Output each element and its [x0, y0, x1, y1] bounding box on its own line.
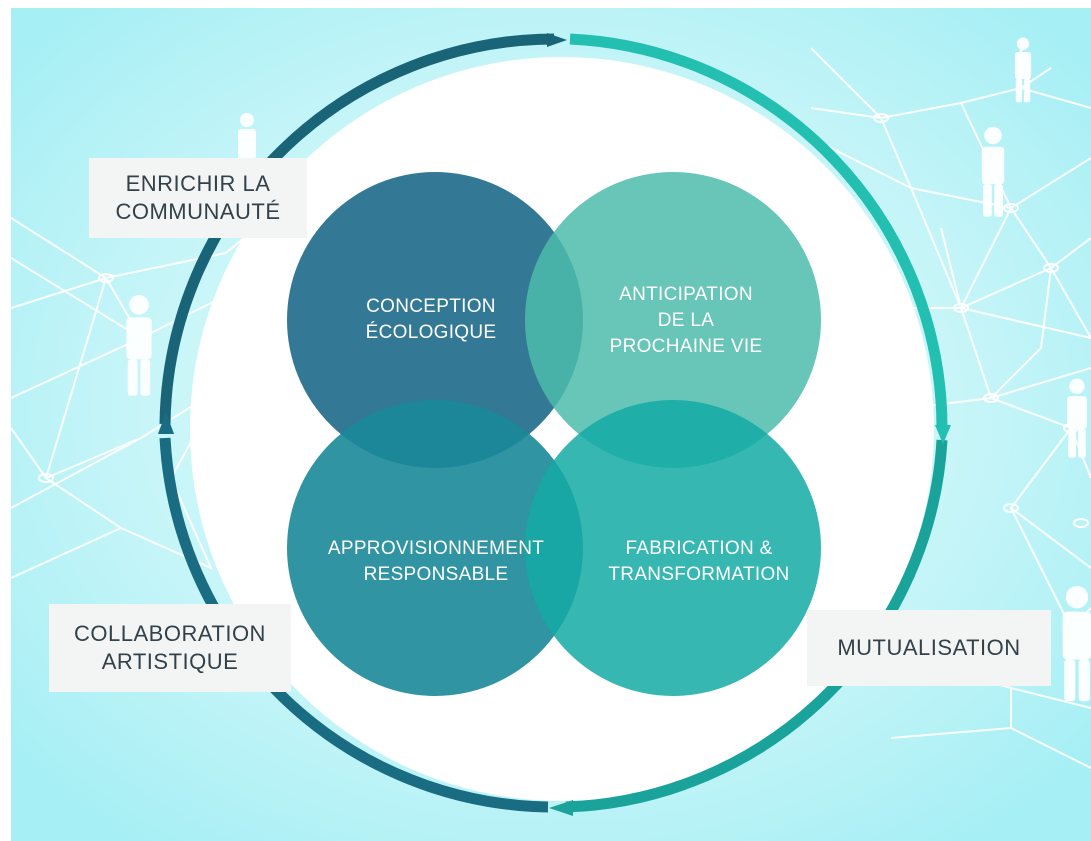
- label-line: COMMUNAUTÉ: [115, 199, 281, 224]
- label-line: ARTISTIQUE: [101, 649, 239, 674]
- circle-anticipation: [525, 172, 821, 468]
- circle-label-fabrication: FABRICATION & TRANSFORMATION: [574, 532, 824, 592]
- network-nodes: [38, 113, 1089, 528]
- diagram-stage: ENRICHIR LA COMMUNAUTÉ COLLABORATION ART…: [11, 8, 1091, 841]
- label-collaboration-artistique: COLLABORATION ARTISTIQUE: [49, 604, 291, 692]
- circle-label-line: CONCEPTION: [366, 296, 496, 317]
- label-enrichir-la-communaute: ENRICHIR LA COMMUNAUTÉ: [89, 158, 307, 238]
- circle-fabrication: [525, 400, 821, 696]
- circle-label-line: FABRICATION &: [625, 538, 773, 559]
- cycle-ring: [159, 33, 948, 813]
- label-line: COLLABORATION: [74, 621, 266, 646]
- arrow-head-right: [935, 425, 951, 444]
- circle-approvisionnement: [287, 400, 583, 696]
- arrow-head-bottom: [549, 800, 573, 816]
- circle-label-line: PROCHAINE VIE: [609, 336, 763, 357]
- ring-arc-top-right: [569, 33, 948, 429]
- circle-label-line: TRANSFORMATION: [608, 564, 790, 585]
- circle-label-anticipation: ANTICIPATION DE LA PROCHAINE VIE: [556, 276, 816, 366]
- circle-label-line: ÉCOLOGIQUE: [365, 322, 497, 343]
- circle-label-line: DE LA: [657, 310, 715, 331]
- ring-arc-bottom-right: [565, 439, 948, 813]
- label-mutualisation: MUTUALISATION: [807, 610, 1051, 686]
- circle-label-line: APPROVISIONNEMENT: [327, 538, 545, 559]
- cycle-arrows: [158, 33, 951, 816]
- ring-arc-bottom-left: [159, 437, 549, 813]
- circle-conception: [287, 172, 583, 468]
- label-line: ENRICHIR LA: [125, 171, 271, 196]
- venn-circles: [287, 172, 821, 696]
- label-line: MUTUALISATION: [837, 635, 1021, 660]
- arrow-head-top: [547, 33, 567, 47]
- arrow-head-left: [158, 412, 174, 434]
- cycle-diagram: [11, 8, 1091, 841]
- ring-arc-top-left: [159, 33, 555, 425]
- circle-label-line: ANTICIPATION: [619, 284, 753, 305]
- circle-label-line: RESPONSABLE: [363, 564, 509, 585]
- circle-label-approvisionnement: APPROVISIONNEMENT RESPONSABLE: [301, 532, 571, 592]
- circle-label-conception: CONCEPTION ÉCOLOGIQUE: [301, 280, 561, 360]
